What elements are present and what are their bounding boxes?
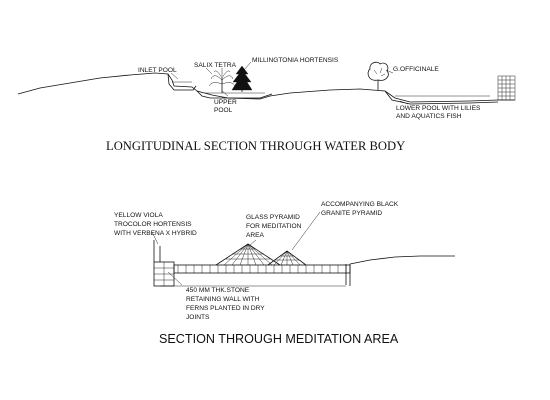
label-granite-line2: GRANITE PYRAMID [321, 210, 382, 217]
leader-upper-pool [221, 90, 229, 97]
ground-right [349, 255, 455, 265]
retaining-wall [153, 240, 175, 287]
salix-tetra-tree [208, 68, 236, 93]
leader-wall [167, 271, 183, 286]
upper-pool-basin [196, 90, 273, 99]
meditation-platform [173, 264, 351, 286]
label-salix-tetra: SALIX TETRA [194, 62, 237, 69]
label-wall-line3: FERNS PLANTED IN DRY [186, 305, 265, 312]
granite-pyramid [267, 250, 307, 266]
label-glass-line1: GLASS PYRAMID [246, 214, 300, 221]
leader-glass [249, 239, 257, 246]
label-wall-line4: JOINTS [186, 314, 210, 321]
leader-lower-pool [399, 100, 409, 105]
leader-millingtonia [243, 61, 252, 71]
ground-hatch [497, 75, 516, 101]
label-glass-line3: AREA [246, 232, 265, 239]
label-viola-line1: YELLOW VIOLA [114, 212, 163, 219]
label-g-officinale: G.OFFICINALE [393, 66, 439, 73]
label-viola-line3: WITH VERBENA X HYBRID [114, 230, 197, 237]
leader-granite [291, 211, 321, 251]
label-lower-pool-line1: LOWER POOL WITH LILIES [396, 105, 481, 112]
ground-profile [17, 72, 515, 103]
section2-title: SECTION THROUGH MEDITATION AREA [159, 332, 399, 346]
label-granite-line1: ACCOMPANYING BLACK [321, 201, 399, 208]
label-upper-pool-line1: UPPER [214, 99, 237, 106]
glass-pyramid [215, 243, 281, 266]
longitudinal-section: INLET POOL SALIX TETRA MILLINGTONIA HORT… [17, 57, 516, 153]
meditation-section: YELLOW VIOLA TROCOLOR HORTENSIS WITH VER… [114, 201, 455, 346]
section1-title: LONGITUDINAL SECTION THROUGH WATER BODY [106, 139, 405, 153]
label-wall-line2: RETAINING WALL WITH [186, 296, 260, 303]
leader-officinale [385, 69, 394, 74]
label-lower-pool-line2: AND AQUATICS FISH [396, 113, 462, 120]
inlet-pool-basin [167, 73, 197, 91]
leader-inlet [170, 72, 179, 80]
label-upper-pool-line2: POOL [214, 107, 233, 114]
leader-viola [151, 231, 159, 245]
label-inlet-pool: INLET POOL [138, 67, 177, 74]
label-glass-line2: FOR MEDITATION [246, 223, 302, 230]
millingtonia-tree [231, 65, 253, 92]
label-millingtonia: MILLINGTONIA HORTENSIS [252, 57, 339, 64]
leader-salix [205, 67, 213, 75]
label-wall-line1: 450 MM THK.STONE [186, 287, 250, 294]
g-officinale-tree [367, 61, 389, 90]
lower-pool-basin [384, 90, 499, 105]
label-viola-line2: TROCOLOR HORTENSIS [114, 221, 192, 228]
